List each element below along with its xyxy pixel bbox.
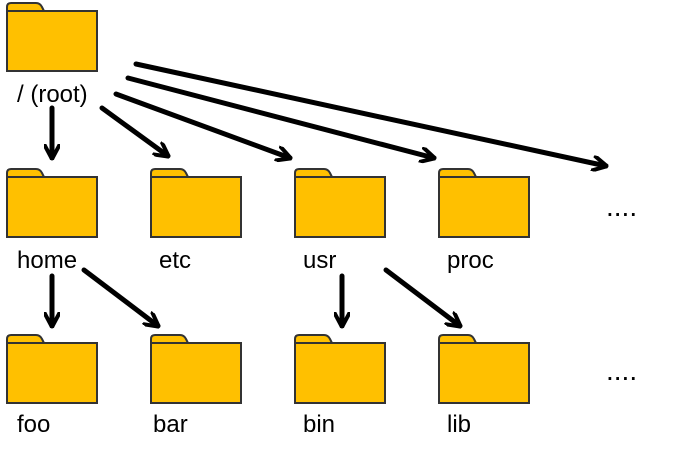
level2-more-ellipsis: .... bbox=[606, 355, 637, 386]
arrow-root-to-usr bbox=[113, 91, 290, 158]
folders bbox=[6, 2, 530, 404]
lib-label: lib bbox=[447, 411, 471, 438]
folder-icon-lib bbox=[438, 334, 530, 404]
arrow-root-to-etc bbox=[99, 105, 168, 156]
foo-label: foo bbox=[17, 411, 50, 438]
home-label: home bbox=[17, 247, 77, 274]
level1-more-ellipsis: .... bbox=[606, 191, 637, 222]
folder-icon-proc bbox=[438, 168, 530, 238]
folder-icon-foo bbox=[6, 334, 98, 404]
root-label: / (root) bbox=[17, 81, 88, 108]
folder-icon-bar bbox=[150, 334, 242, 404]
folder-icon-root bbox=[6, 2, 98, 72]
arrow-usr-to-lib bbox=[383, 267, 460, 326]
arrows bbox=[52, 61, 606, 326]
arrow-root-to-more bbox=[133, 61, 606, 166]
etc-label: etc bbox=[159, 247, 191, 274]
folder-icon-bin bbox=[294, 334, 386, 404]
folder-icon-usr bbox=[294, 168, 386, 238]
bar-label: bar bbox=[153, 411, 188, 438]
folder-icon-etc bbox=[150, 168, 242, 238]
bin-label: bin bbox=[303, 411, 335, 438]
arrow-root-to-proc bbox=[125, 75, 434, 158]
proc-label: proc bbox=[447, 247, 494, 274]
arrow-home-to-bar bbox=[81, 267, 158, 326]
labels: / (root) home etc usr proc .... foo bar … bbox=[17, 81, 637, 438]
folder-icon-home bbox=[6, 168, 98, 238]
usr-label: usr bbox=[303, 247, 336, 274]
